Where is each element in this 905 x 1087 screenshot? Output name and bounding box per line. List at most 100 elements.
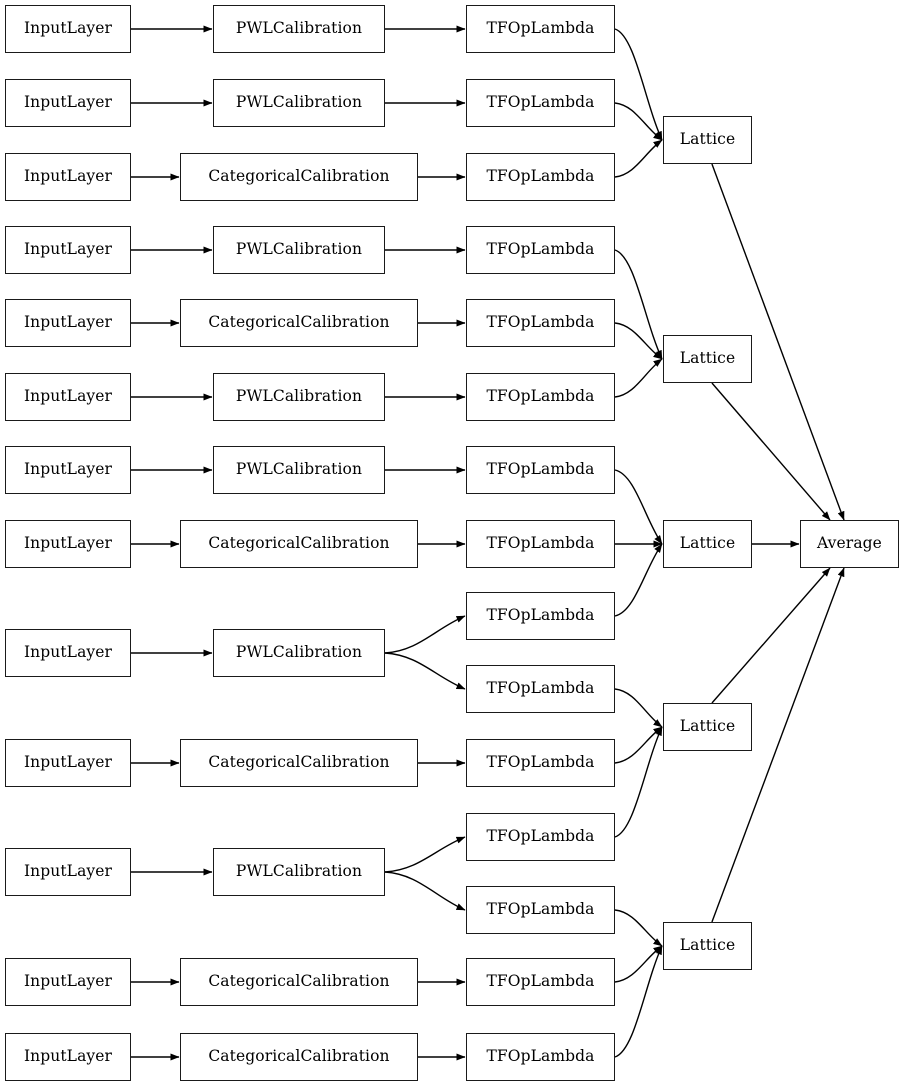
node-op6: TFOpLambda xyxy=(466,373,615,421)
node-op7: TFOpLambda xyxy=(466,446,615,494)
node-in4: InputLayer xyxy=(5,226,131,274)
node-label: Average xyxy=(817,534,882,553)
node-label: CategoricalCalibration xyxy=(208,167,390,186)
node-cal2: PWLCalibration xyxy=(213,79,385,127)
node-label: TFOpLambda xyxy=(486,900,595,919)
node-in13: InputLayer xyxy=(5,1033,131,1081)
node-label: InputLayer xyxy=(23,167,113,186)
edge-lat2-to-avg xyxy=(711,382,831,521)
node-label: PWLCalibration xyxy=(235,19,363,38)
node-op9: TFOpLambda xyxy=(466,592,615,640)
node-label: CategoricalCalibration xyxy=(208,972,390,991)
node-label: InputLayer xyxy=(23,972,113,991)
node-label: Lattice xyxy=(679,349,736,368)
node-in3: InputLayer xyxy=(5,153,131,201)
node-lat2: Lattice xyxy=(663,335,752,383)
node-label: InputLayer xyxy=(23,643,113,662)
node-in9: InputLayer xyxy=(5,629,131,677)
node-label: TFOpLambda xyxy=(486,534,595,553)
node-label: TFOpLambda xyxy=(486,460,595,479)
node-op1: TFOpLambda xyxy=(466,5,615,53)
node-label: TFOpLambda xyxy=(486,827,595,846)
edge-cal9-to-op9 xyxy=(384,615,466,654)
node-op11: TFOpLambda xyxy=(466,739,615,787)
node-in7: InputLayer xyxy=(5,446,131,494)
node-in11: InputLayer xyxy=(5,848,131,896)
node-label: InputLayer xyxy=(23,313,113,332)
node-label: TFOpLambda xyxy=(486,240,595,259)
node-op12: TFOpLambda xyxy=(466,813,615,861)
node-in8: InputLayer xyxy=(5,520,131,568)
edge-op2-to-lat1 xyxy=(614,102,663,141)
node-label: Lattice xyxy=(679,936,736,955)
node-cal12: CategoricalCalibration xyxy=(180,958,418,1006)
node-lat3: Lattice xyxy=(663,520,752,568)
node-label: PWLCalibration xyxy=(235,460,363,479)
node-label: InputLayer xyxy=(23,862,113,881)
node-cal7: PWLCalibration xyxy=(213,446,385,494)
node-cal8: CategoricalCalibration xyxy=(180,520,418,568)
node-label: InputLayer xyxy=(23,240,113,259)
node-label: TFOpLambda xyxy=(486,19,595,38)
edge-op12-to-lat4 xyxy=(614,726,663,838)
node-label: PWLCalibration xyxy=(235,643,363,662)
node-label: TFOpLambda xyxy=(486,93,595,112)
edge-op10-to-lat4 xyxy=(614,688,663,728)
node-avg: Average xyxy=(800,520,899,568)
node-cal11: PWLCalibration xyxy=(213,848,385,896)
edge-cal11-to-op13 xyxy=(384,871,466,911)
node-label: CategoricalCalibration xyxy=(208,534,390,553)
node-label: TFOpLambda xyxy=(486,972,595,991)
edge-op4-to-lat2 xyxy=(614,249,663,360)
node-label: Lattice xyxy=(679,130,736,149)
node-op14: TFOpLambda xyxy=(466,958,615,1006)
node-label: InputLayer xyxy=(23,93,113,112)
node-cal1: PWLCalibration xyxy=(213,5,385,53)
node-op8: TFOpLambda xyxy=(466,520,615,568)
edge-op15-to-lat5 xyxy=(614,945,663,1058)
node-in1: InputLayer xyxy=(5,5,131,53)
node-lat1: Lattice xyxy=(663,116,752,164)
edge-op14-to-lat5 xyxy=(614,945,663,983)
node-label: InputLayer xyxy=(23,387,113,406)
edge-op1-to-lat1 xyxy=(614,28,663,141)
node-label: InputLayer xyxy=(23,534,113,553)
node-in5: InputLayer xyxy=(5,299,131,347)
node-in2: InputLayer xyxy=(5,79,131,127)
node-label: TFOpLambda xyxy=(486,1047,595,1066)
node-in6: InputLayer xyxy=(5,373,131,421)
node-cal5: CategoricalCalibration xyxy=(180,299,418,347)
node-label: InputLayer xyxy=(23,460,113,479)
node-cal13: CategoricalCalibration xyxy=(180,1033,418,1081)
node-label: CategoricalCalibration xyxy=(208,1047,390,1066)
node-in12: InputLayer xyxy=(5,958,131,1006)
node-label: PWLCalibration xyxy=(235,240,363,259)
node-cal10: CategoricalCalibration xyxy=(180,739,418,787)
edge-op6-to-lat2 xyxy=(614,358,663,398)
node-label: Lattice xyxy=(679,717,736,736)
node-op2: TFOpLambda xyxy=(466,79,615,127)
node-cal6: PWLCalibration xyxy=(213,373,385,421)
edge-lat4-to-avg xyxy=(711,567,831,704)
node-cal3: CategoricalCalibration xyxy=(180,153,418,201)
node-label: TFOpLambda xyxy=(486,679,595,698)
node-label: TFOpLambda xyxy=(486,753,595,772)
edge-op3-to-lat1 xyxy=(614,139,663,178)
node-cal9: PWLCalibration xyxy=(213,629,385,677)
node-label: PWLCalibration xyxy=(235,862,363,881)
node-op3: TFOpLambda xyxy=(466,153,615,201)
node-op5: TFOpLambda xyxy=(466,299,615,347)
edge-op13-to-lat5 xyxy=(614,909,663,947)
node-label: TFOpLambda xyxy=(486,387,595,406)
node-op13: TFOpLambda xyxy=(466,886,615,934)
node-label: TFOpLambda xyxy=(486,606,595,625)
node-label: InputLayer xyxy=(23,19,113,38)
edge-op5-to-lat2 xyxy=(614,322,663,360)
edge-cal11-to-op12 xyxy=(384,836,466,873)
node-label: PWLCalibration xyxy=(235,93,363,112)
node-label: TFOpLambda xyxy=(486,313,595,332)
node-op10: TFOpLambda xyxy=(466,665,615,713)
edge-op11-to-lat4 xyxy=(614,726,663,764)
node-label: TFOpLambda xyxy=(486,167,595,186)
